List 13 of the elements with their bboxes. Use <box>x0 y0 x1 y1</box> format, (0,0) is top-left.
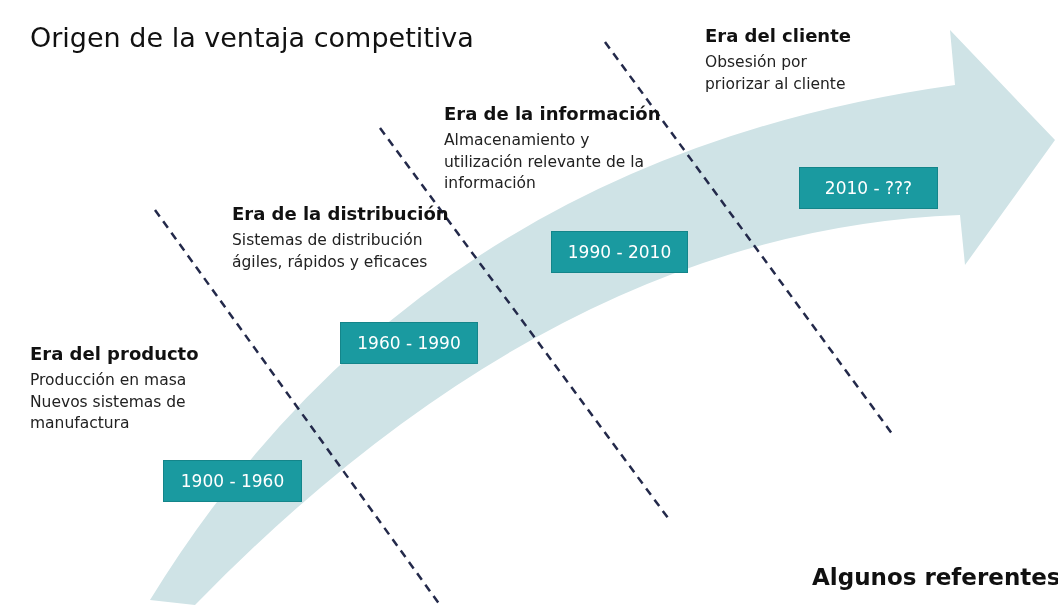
date-box: 2010 - ??? <box>799 167 938 209</box>
era-heading: Era de la distribución <box>232 203 449 224</box>
date-box: 1900 - 1960 <box>163 460 302 502</box>
era-description: Producción en masa Nuevos sistemas de manufactura <box>30 370 188 435</box>
era-heading: Era del cliente <box>705 25 851 46</box>
era-description: Obsesión por priorizar al cliente <box>705 52 847 95</box>
date-box: 1960 - 1990 <box>340 322 478 364</box>
era-description: Almacenamiento y utilización relevante de la información <box>444 130 646 195</box>
title: Origen de la ventaja competitiva <box>30 22 474 53</box>
era-heading: Era de la información <box>444 103 661 124</box>
date-box: 1990 - 2010 <box>551 231 688 273</box>
era-description: Sistemas de distribución ágiles, rápidos y eficaces <box>232 230 429 273</box>
era-heading: Era del producto <box>30 343 199 364</box>
